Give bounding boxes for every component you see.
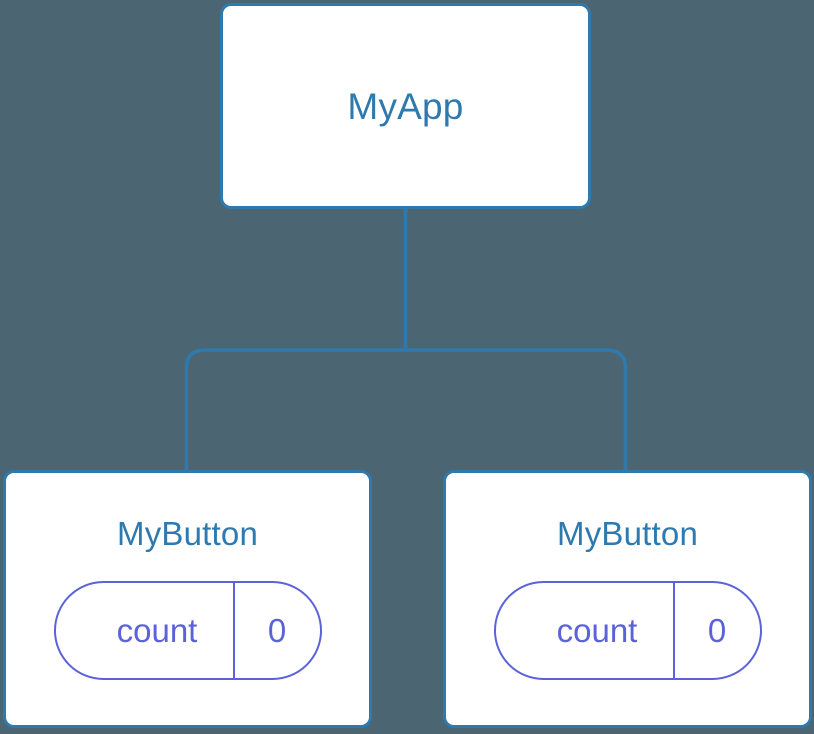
state-value-count: 0	[672, 583, 760, 678]
state-value-count: 0	[232, 583, 320, 678]
state-pill-mybutton-2[interactable]: count 0	[493, 581, 762, 680]
node-mybutton-1-label: MyButton	[117, 515, 258, 552]
state-pill-mybutton-1[interactable]: count 0	[53, 581, 322, 680]
edge-myapp-to-mybutton-2	[405, 348, 628, 470]
edge-myapp-to-mybutton-1	[184, 348, 406, 470]
node-mybutton-2[interactable]: MyButton count 0	[443, 470, 812, 728]
node-mybutton-2-label: MyButton	[557, 515, 698, 552]
state-key-count: count	[116, 612, 198, 649]
node-myapp[interactable]: MyApp	[220, 3, 591, 209]
state-key-count: count	[556, 612, 638, 649]
node-myapp-label: MyApp	[347, 85, 464, 127]
node-mybutton-1[interactable]: MyButton count 0	[3, 470, 372, 728]
